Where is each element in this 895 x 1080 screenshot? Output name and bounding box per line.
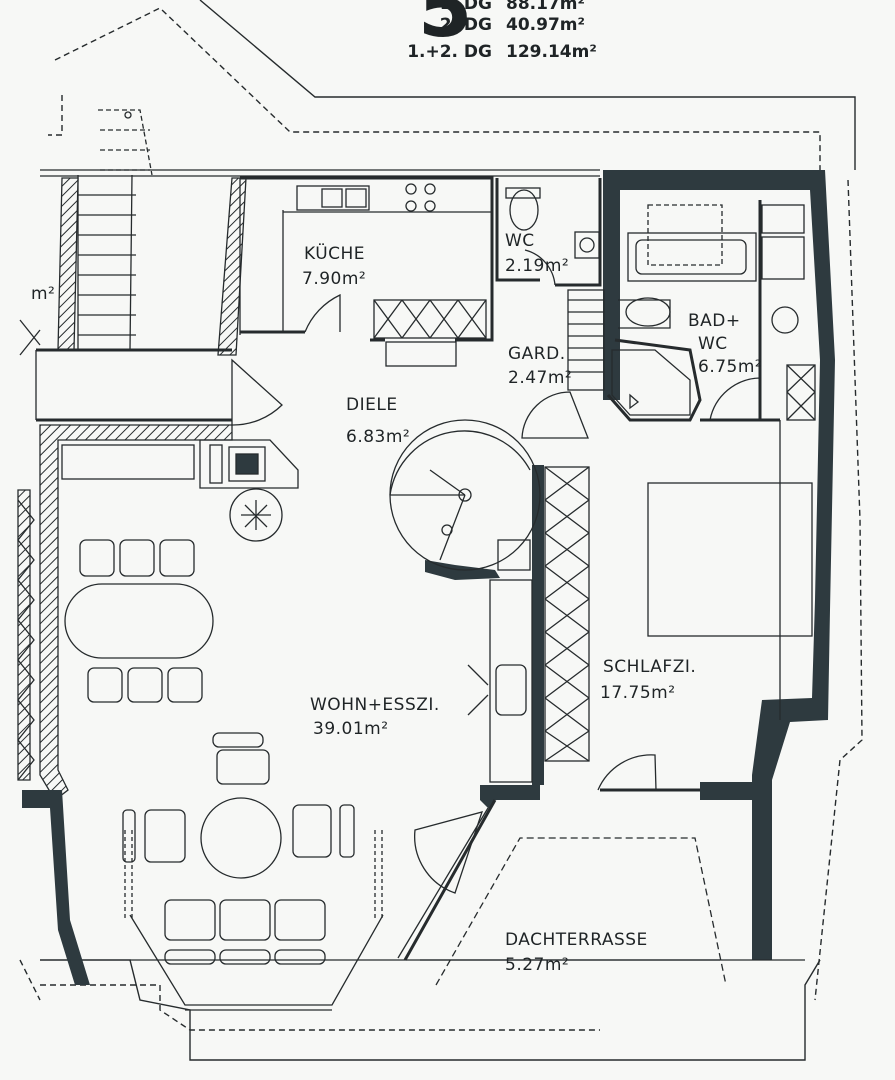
roof-outline xyxy=(19,7,863,1031)
kitchen-fixtures xyxy=(296,183,487,367)
solid-walls xyxy=(22,170,835,985)
area-level: 1. DG xyxy=(439,0,492,14)
room-area-schlaf: 17.75m² xyxy=(600,683,676,703)
room-area-wohn: 39.01m² xyxy=(313,719,389,739)
sideboard xyxy=(467,579,533,783)
windows xyxy=(17,319,41,781)
wc-fixtures xyxy=(505,187,600,286)
room-name-wc: WC xyxy=(505,231,535,251)
interior-walls xyxy=(36,176,780,961)
area-row-2: 2. DG 40.97m² xyxy=(400,15,606,35)
staircase xyxy=(77,109,153,351)
room-name-schlaf: SCHLAFZI. xyxy=(603,657,697,677)
room-name-terrasse: DACHTERRASSE xyxy=(505,930,648,950)
area-level: 2. DG xyxy=(439,15,492,35)
room-name-bad-2: WC xyxy=(698,334,728,354)
fireplace xyxy=(199,439,299,542)
room-name-wohn: WOHN+ESSZI. xyxy=(310,695,440,715)
wardrobe xyxy=(521,289,605,439)
area-value: 88.17m² xyxy=(506,0,585,14)
room-name-diele: DIELE xyxy=(346,395,398,415)
room-name-bad: BAD+ xyxy=(688,311,741,331)
room-name-gard: GARD. xyxy=(508,344,566,364)
room-area-diele: 6.83m² xyxy=(346,427,411,447)
spiral-staircase xyxy=(231,358,541,571)
room-area-bad: 6.75m² xyxy=(698,357,763,377)
area-row-1: 1. DG 88.17m² xyxy=(400,0,606,14)
area-level: 1.+2. DG xyxy=(407,42,492,62)
bath-fixtures xyxy=(611,204,816,421)
room-area-wc: 2.19m² xyxy=(505,256,570,276)
roof-outline-solid xyxy=(40,0,856,1061)
room-area-stair: m² xyxy=(31,284,56,304)
hatched-walls xyxy=(17,177,247,801)
thin-lines xyxy=(35,169,805,961)
area-value: 129.14m² xyxy=(506,42,597,62)
doors xyxy=(414,754,657,894)
living-furniture xyxy=(61,444,384,1011)
unit-number: 5 xyxy=(418,0,473,55)
area-row-3: 1.+2. DG 129.14m² xyxy=(400,42,606,62)
area-value: 40.97m² xyxy=(506,15,585,35)
room-area-kueche: 7.90m² xyxy=(302,269,367,289)
bedroom-wardrobe xyxy=(544,466,813,762)
room-area-terrasse: 5.27m² xyxy=(505,955,570,975)
room-area-gard: 2.47m² xyxy=(508,368,573,388)
room-name-kueche: KÜCHE xyxy=(304,244,366,264)
roof-terrace xyxy=(435,837,727,986)
